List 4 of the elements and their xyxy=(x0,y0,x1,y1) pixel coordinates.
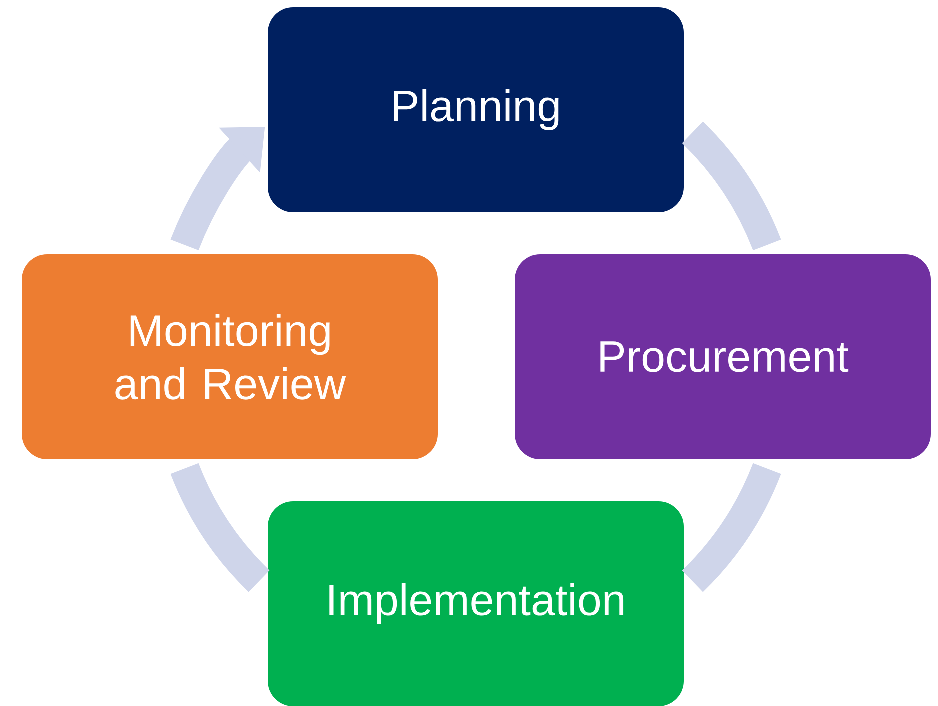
process-box: Implementation xyxy=(268,501,684,706)
process-box: Monitoring and Review xyxy=(22,254,438,460)
process-box: Procurement xyxy=(515,254,931,460)
process-box: Planning xyxy=(268,7,684,212)
